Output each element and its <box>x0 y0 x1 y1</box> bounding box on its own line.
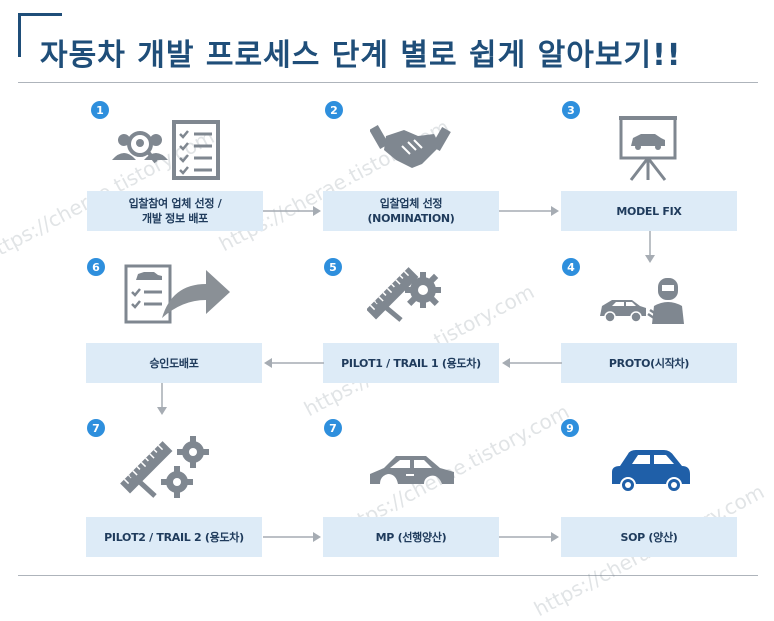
step-badge: 7 <box>87 419 105 437</box>
presentation-board-car-icon <box>619 116 677 181</box>
step-box: PILOT2 / TRAIL 2 (용도차) <box>86 517 262 557</box>
step-badge: 5 <box>324 258 342 276</box>
flow-arrow-right <box>263 206 321 216</box>
document-forward-arrow-icon <box>124 264 230 324</box>
flow-arrow-right <box>263 532 321 542</box>
step-box: 입찰업체 선정 (NOMINATION) <box>323 191 499 231</box>
process-diagram: https://cherae.tistory.com https://chera… <box>0 101 768 621</box>
ruler-gear-icon <box>367 267 441 322</box>
flow-arrow-right <box>499 206 559 216</box>
step-box: MODEL FIX <box>561 191 737 231</box>
blue-car-icon <box>612 450 690 493</box>
bottom-divider <box>18 575 758 576</box>
flow-arrow-down <box>645 231 655 263</box>
step-badge: 7 <box>324 419 342 437</box>
handshake-icon <box>370 124 451 168</box>
step-box: 입찰참여 업체 선정 / 개발 정보 배포 <box>87 191 263 231</box>
flow-arrow-right <box>499 532 559 542</box>
car-body-icon <box>370 456 454 484</box>
title-corner-bracket <box>18 13 62 57</box>
mechanic-car-icon <box>600 278 684 324</box>
step-badge: 2 <box>325 101 343 119</box>
title-divider <box>18 82 758 83</box>
flow-arrow-down <box>157 383 167 415</box>
step-box: 승인도배포 <box>86 343 262 383</box>
step-box: SOP (양산) <box>561 517 737 557</box>
step-badge: 4 <box>562 258 580 276</box>
step-box: PROTO(시작차) <box>561 343 737 383</box>
ruler-gears-icon <box>120 436 209 498</box>
flow-arrow-left <box>502 358 562 368</box>
step-box: MP (선행양산) <box>323 517 499 557</box>
flow-arrow-left <box>264 358 324 368</box>
search-people-checklist-icon <box>112 120 220 180</box>
step-badge: 6 <box>87 258 105 276</box>
page-title: 자동차 개발 프로세스 단계 별로 쉽게 알아보기!! <box>40 38 682 73</box>
step-badge: 1 <box>91 101 109 119</box>
step-badge: 3 <box>562 101 580 119</box>
step-box: PILOT1 / TRAIL 1 (용도차) <box>323 343 499 383</box>
step-badge: 9 <box>561 419 579 437</box>
